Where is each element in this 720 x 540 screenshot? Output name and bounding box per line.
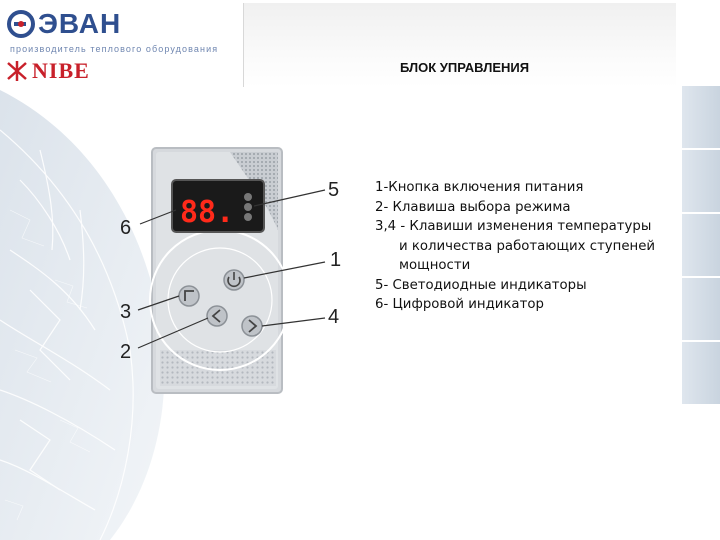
callout-6: 6 — [120, 217, 131, 239]
callout-5: 5 — [328, 179, 339, 201]
plus-button[interactable] — [241, 315, 263, 337]
legend-item-5: 5- Светодиодные индикаторы — [375, 277, 587, 293]
digital-display: 88. — [180, 195, 234, 230]
control-unit-diagram: 88. 5 6 1 3 4 2 — [120, 147, 341, 394]
logo-evan: ЭВАН — [6, 6, 121, 42]
legend-item-3-4-cont2: мощности — [399, 258, 471, 273]
title-panel — [243, 3, 676, 87]
callout-3: 3 — [120, 301, 131, 323]
callout-1: 1 — [330, 249, 341, 271]
evan-logo-icon — [7, 10, 35, 38]
logo-nibe: NIBE — [6, 58, 90, 84]
minus-button[interactable] — [206, 305, 228, 327]
callout-2: 2 — [120, 341, 131, 363]
power-icon — [227, 272, 241, 288]
legend: 1-Кнопка включения питания 2- Клавиша вы… — [375, 178, 675, 315]
legend-item-1: 1-Кнопка включения питания — [375, 180, 584, 195]
legend-item-3-4: 3,4 - Клавиши изменения температуры — [375, 219, 652, 234]
page-title: БЛОК УПРАВЛЕНИЯ — [400, 60, 530, 75]
led-indicators — [244, 193, 252, 221]
legend-item-2: 2- Клавиша выбора режима — [375, 199, 571, 215]
plus-icon — [248, 319, 258, 333]
leaf-background — [0, 90, 165, 540]
logo-nibe-text: NIBE — [32, 58, 90, 83]
minus-icon — [211, 309, 221, 323]
right-decor — [682, 86, 720, 406]
mode-button[interactable] — [178, 285, 200, 307]
power-button[interactable] — [223, 269, 245, 291]
logo-evan-text: ЭВАН — [38, 8, 122, 39]
mode-icon — [184, 290, 194, 301]
nibe-logo-icon — [7, 61, 27, 81]
legend-item-6: 6- Цифровой индикатор — [375, 297, 544, 312]
legend-item-3-4-cont1: и количества работающих ступеней — [399, 238, 656, 254]
tagline: производитель теплового оборудования — [10, 44, 219, 54]
callout-4: 4 — [328, 306, 339, 328]
